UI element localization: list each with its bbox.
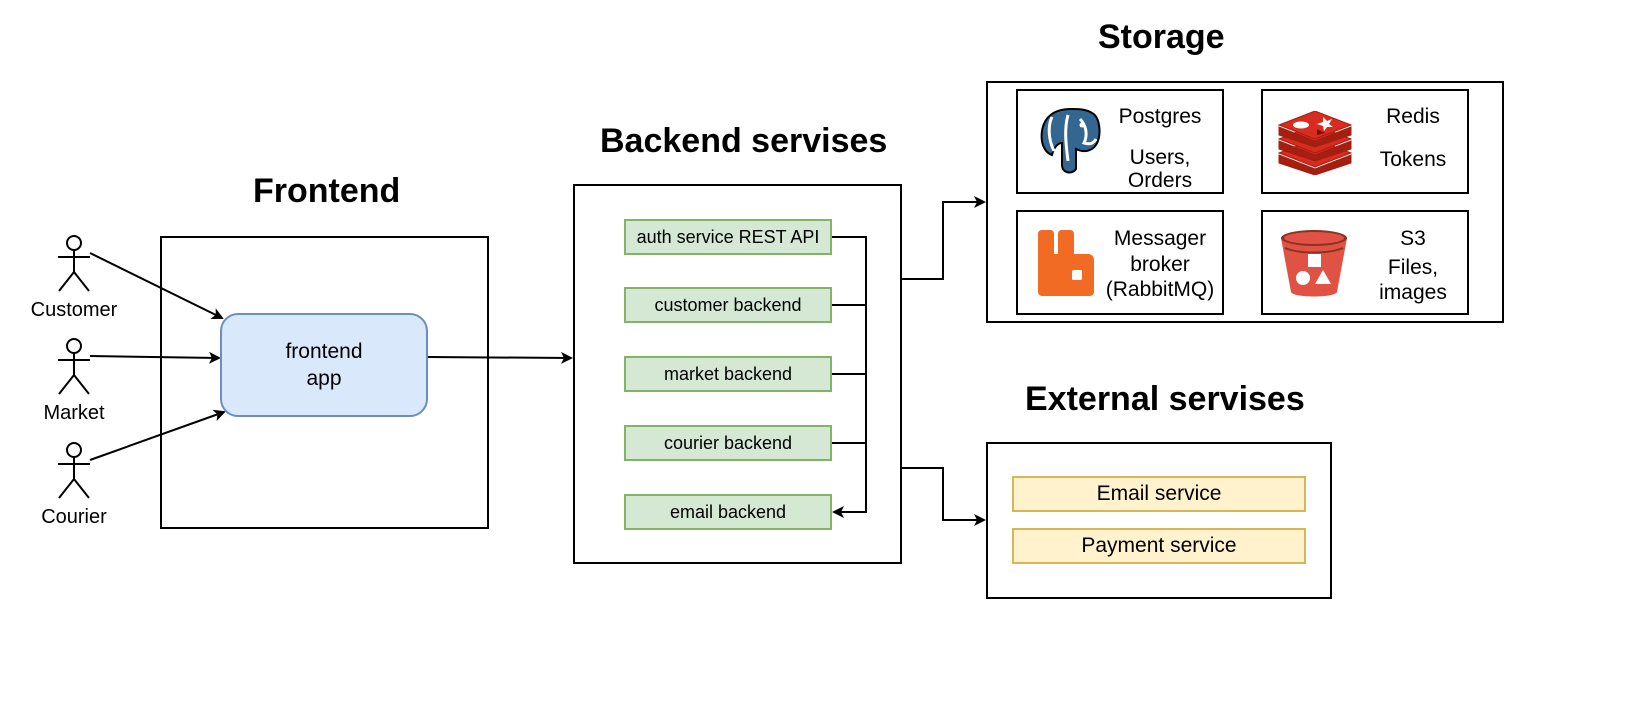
frontend-title: Frontend <box>253 172 401 210</box>
redis-name: Redis <box>1386 105 1440 128</box>
payment-service-node[interactable]: Payment service <box>1012 528 1306 564</box>
postgres-node[interactable]: Postgres Users, Orders <box>1016 89 1224 194</box>
rabbitmq-node[interactable]: Messager broker (RabbitMQ) <box>1016 210 1224 315</box>
customer-actor-icon <box>58 235 90 292</box>
backend-to-external-arrow <box>902 467 986 526</box>
postgres-elephant-icon <box>1040 107 1101 174</box>
courier-backend-node[interactable]: courier backend <box>624 425 832 461</box>
s3-data-line2: images <box>1379 281 1447 304</box>
frontend-app-line2: app <box>306 367 342 390</box>
courier-label: Courier <box>41 506 107 528</box>
customer-label: Customer <box>30 299 118 321</box>
frontend-app-line1: frontend <box>285 340 363 363</box>
postgres-data-line1: Users, <box>1129 146 1191 169</box>
rabbitmq-line2: broker <box>1130 253 1190 276</box>
auth-service-node[interactable]: auth service REST API <box>624 219 832 255</box>
postgres-data-line2: Orders <box>1127 169 1193 192</box>
rabbitmq-icon <box>1038 230 1094 296</box>
s3-node[interactable]: S3 Files, images <box>1261 210 1469 315</box>
frontend-app-node[interactable]: frontend app <box>220 313 428 417</box>
market-label: Market <box>43 402 105 424</box>
market-actor-icon <box>58 338 90 395</box>
redis-data-line1: Tokens <box>1379 148 1447 171</box>
storage-title: Storage <box>1098 18 1225 56</box>
backend-to-storage-arrow <box>902 196 986 280</box>
postgres-name: Postgres <box>1118 105 1202 128</box>
rabbitmq-line3: (RabbitMQ) <box>1105 278 1215 301</box>
customer-backend-node[interactable]: customer backend <box>624 287 832 323</box>
s3-bucket-icon <box>1281 230 1347 297</box>
email-service-node[interactable]: Email service <box>1012 476 1306 512</box>
external-title: External servises <box>1025 380 1305 418</box>
rabbitmq-line1: Messager <box>1113 227 1207 250</box>
backend-title: Backend servises <box>600 122 888 160</box>
email-backend-node[interactable]: email backend <box>624 494 832 530</box>
market-backend-node[interactable]: market backend <box>624 356 832 392</box>
external-container[interactable] <box>986 442 1332 599</box>
redis-node[interactable]: Redis Tokens <box>1261 89 1469 194</box>
s3-name: S3 <box>1400 227 1426 250</box>
courier-actor-icon <box>58 442 90 499</box>
redis-icon <box>1277 111 1353 175</box>
s3-data-line1: Files, <box>1387 256 1439 279</box>
